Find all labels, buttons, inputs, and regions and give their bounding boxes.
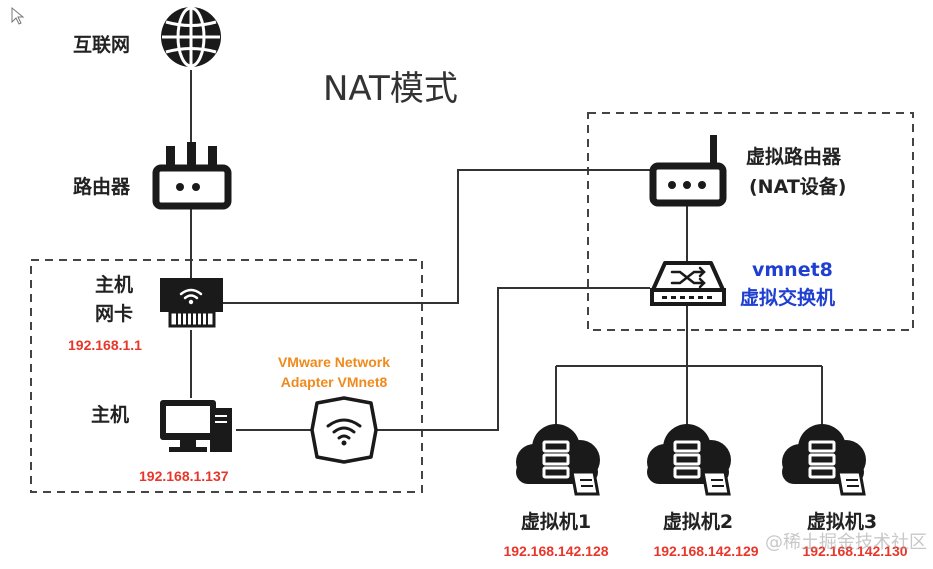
host-nic-label-line2: 网卡: [95, 302, 133, 325]
cloud-server-icon: [516, 424, 600, 496]
vm2-ip: 192.168.142.129: [653, 543, 758, 559]
host-nic-label-line1: 主机: [95, 274, 133, 296]
switch-icon: [650, 261, 726, 306]
link-nic-virtual-router: [223, 169, 650, 304]
virtual-router-label-line1: 虚拟路由器: [746, 145, 842, 168]
virtual-switch-label-line1: vmnet8: [752, 259, 833, 281]
host-label: 主机: [91, 404, 129, 426]
globe-icon: [161, 6, 221, 68]
internet-label: 互联网: [73, 34, 130, 56]
cloud-server-icon: [647, 424, 731, 496]
link-adapter-switch: [376, 287, 650, 431]
connection-lines: [190, 70, 823, 431]
nic-icon: [160, 278, 223, 328]
vm3-ip: 192.168.142.130: [802, 543, 907, 559]
host-ip: 192.168.1.137: [139, 468, 229, 484]
computer-icon: [160, 400, 232, 452]
cursor-icon: [11, 6, 25, 25]
virtual-switch-label-line2: 虚拟交换机: [740, 286, 835, 309]
watermark: @稀土掘金技术社区: [765, 532, 927, 553]
cloud-server-icon: [782, 424, 866, 496]
vm1-label: 虚拟机1: [521, 510, 591, 533]
virtual-router-icon: [649, 135, 727, 207]
wifi-adapter-icon: [310, 396, 378, 464]
adapter-label-line1: VMware Network: [278, 354, 390, 370]
router-icon: [152, 142, 232, 210]
vm3-label: 虚拟机3: [807, 510, 877, 533]
host-nic-ip: 192.168.1.1: [68, 337, 142, 353]
adapter-label-line2: Adapter VMnet8: [281, 374, 388, 390]
virtual-network-boundary-box: [587, 112, 914, 331]
virtual-router-label-line2: (NAT设备): [749, 175, 846, 198]
host-boundary-box: [30, 259, 423, 493]
vm1-ip: 192.168.142.128: [503, 543, 608, 559]
vm2-label: 虚拟机2: [663, 510, 733, 533]
router-label: 路由器: [73, 175, 131, 198]
diagram-title: NAT模式: [323, 69, 458, 109]
